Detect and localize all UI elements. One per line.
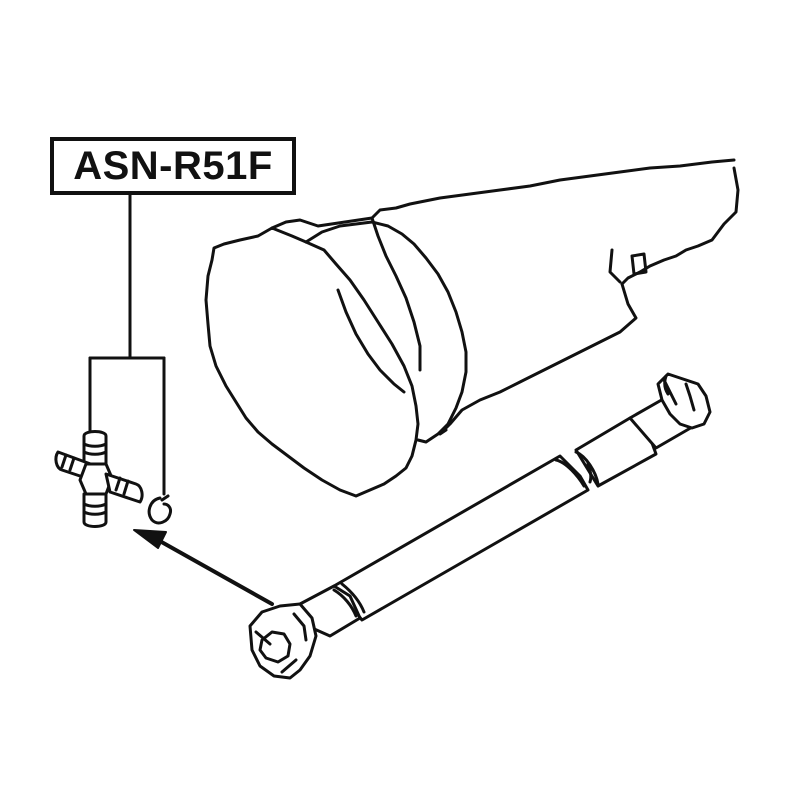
bellhousing-inner — [336, 288, 406, 394]
transmission-boss — [608, 248, 648, 284]
arrow-head — [133, 529, 167, 549]
shaft-center-ring — [574, 450, 600, 486]
ujoint-right-cap — [104, 472, 144, 504]
propeller-shaft — [248, 372, 712, 680]
rear-yoke-rings — [332, 582, 366, 618]
ujoint-bottom-cap — [82, 492, 108, 528]
front-flange — [656, 372, 712, 430]
front-flange-detail — [662, 374, 696, 412]
transmission-lower-edge — [438, 282, 638, 436]
shaft-rear-tube — [332, 454, 590, 622]
rear-flange-hub — [258, 630, 292, 664]
shaft-rear-tube-end — [554, 458, 586, 488]
arrow-icon — [133, 529, 274, 606]
arrow-shaft — [156, 538, 274, 606]
circlip-icon — [147, 494, 172, 525]
bellhousing-face — [204, 226, 420, 498]
label-leader-lines — [88, 193, 166, 496]
ujoint-bottom-cap-ribs — [82, 502, 108, 516]
housing-seam — [370, 216, 422, 372]
universal-joint-cross-icon — [54, 430, 144, 528]
part-number-label: ASN-R51F — [50, 137, 296, 195]
ujoint-top-cap-ribs — [82, 442, 108, 456]
ujoint-left-cap-ribs — [60, 453, 76, 472]
rear-flange-detail — [254, 612, 308, 674]
circlip-shape — [147, 494, 172, 525]
transmission-top-contour — [270, 158, 740, 286]
bellhousing-rim — [304, 220, 468, 444]
ujoint-right-cap-ribs — [114, 476, 130, 496]
transmission-housing — [204, 158, 740, 498]
